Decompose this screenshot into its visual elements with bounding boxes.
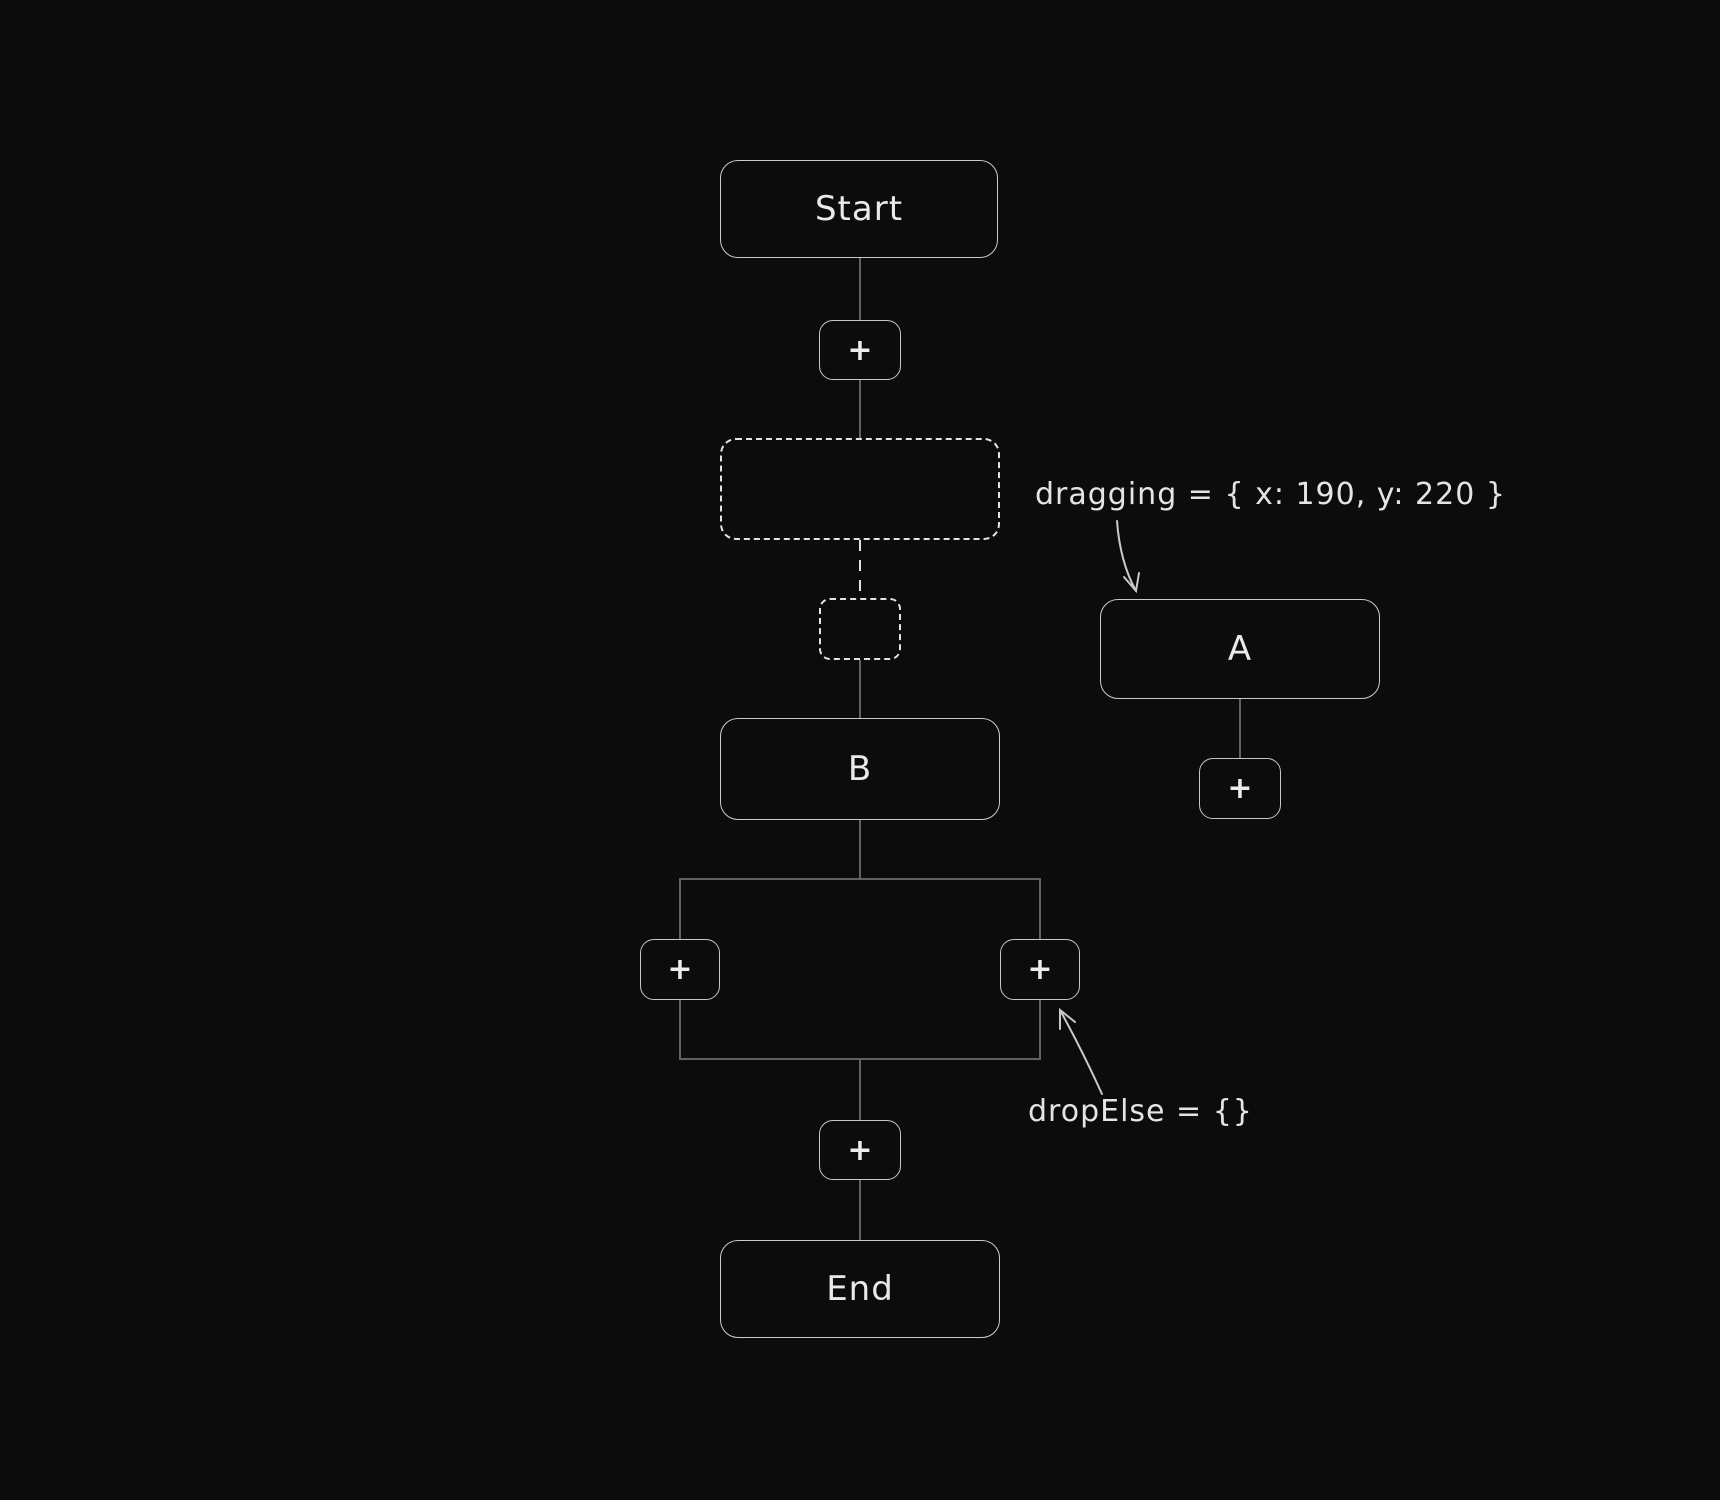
add-branch-left-button[interactable]: + (640, 939, 720, 1000)
node-a-dragged[interactable]: A (1100, 599, 1380, 699)
node-start-label: Start (814, 189, 904, 229)
dropelse-annotation-text: dropElse = {} (1028, 1094, 1253, 1129)
node-end-label: End (826, 1269, 894, 1309)
node-a-label: A (1227, 629, 1253, 669)
plus-icon: + (1227, 771, 1253, 806)
dragging-annotation-arrow (1116, 520, 1140, 594)
branch-frame (679, 878, 1041, 1060)
plus-icon: + (847, 332, 873, 368)
node-b[interactable]: B (720, 718, 1000, 820)
dropelse-annotation-arrow (1059, 1007, 1103, 1095)
plus-icon: + (1027, 952, 1053, 987)
add-branch-right-button[interactable]: + (1000, 939, 1080, 1000)
node-b-label: B (847, 749, 873, 789)
node-end[interactable]: End (720, 1240, 1000, 1338)
drop-target-placeholder[interactable] (720, 438, 1000, 540)
plus-icon: + (667, 952, 693, 987)
drop-connector-stub (819, 598, 901, 660)
node-start[interactable]: Start (720, 160, 998, 258)
add-step-button-node-a[interactable]: + (1199, 758, 1281, 819)
add-step-button-bottom[interactable]: + (819, 1120, 901, 1180)
add-step-button-top[interactable]: + (819, 320, 901, 380)
dragging-annotation-text: dragging = { x: 190, y: 220 } (1035, 477, 1506, 512)
plus-icon: + (847, 1132, 873, 1168)
